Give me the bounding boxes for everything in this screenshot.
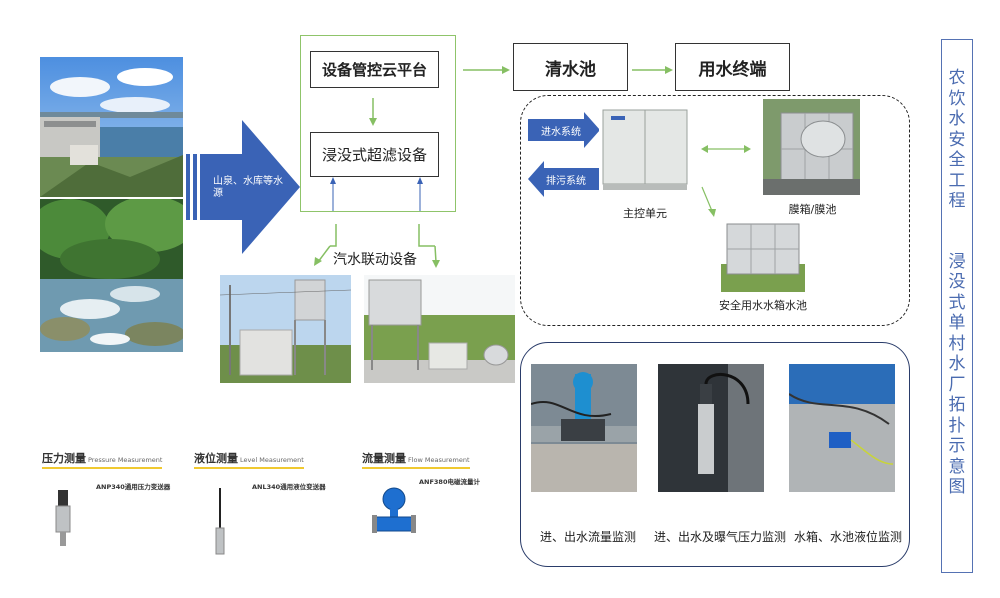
level-sensor-icon bbox=[215, 488, 225, 555]
dam-photo bbox=[40, 57, 183, 197]
river-photo bbox=[40, 199, 183, 352]
vertical-title-char: 安 bbox=[948, 129, 966, 150]
linkage-label: 汽水联动设备 bbox=[333, 252, 417, 268]
vertical-title-char: 没 bbox=[948, 272, 966, 292]
inlet-arrow bbox=[528, 112, 600, 148]
pressure-sensor-spec: ANP340通用压力变送器 bbox=[96, 483, 171, 491]
treatment-frame bbox=[300, 35, 456, 212]
pressure-monitor-photo bbox=[658, 364, 764, 492]
system-panel bbox=[520, 95, 910, 326]
membrane-tank-photo[interactable] bbox=[763, 99, 860, 195]
clear-water-pool-box[interactable]: 清水池 bbox=[513, 43, 628, 91]
monitoring-panel bbox=[520, 342, 910, 567]
vertical-title-char: 农 bbox=[948, 68, 966, 88]
ultrafiltration-box[interactable]: 浸没式超滤设备 bbox=[310, 132, 439, 177]
vertical-title-char: 工 bbox=[948, 170, 966, 191]
main-control-photo[interactable] bbox=[599, 104, 691, 196]
level-sensor-spec: ANL340通用液位变送器 bbox=[252, 483, 326, 491]
drain-label: 排污系统 bbox=[546, 176, 586, 187]
vertical-title-2: 浸没式单村水厂拓扑示意图 bbox=[942, 252, 972, 498]
control-links bbox=[701, 145, 751, 217]
vertical-title-char: 图 bbox=[948, 477, 966, 497]
vertical-title-char: 单 bbox=[948, 313, 966, 333]
vertical-title-char: 全 bbox=[948, 150, 966, 170]
safe-tank-label: 安全用水水箱水池 bbox=[719, 299, 807, 312]
vertical-title-char: 意 bbox=[948, 456, 966, 477]
flow-monitor-photo bbox=[531, 364, 637, 492]
vertical-title-1: 农饮水安全工程 bbox=[942, 68, 972, 212]
vertical-title-char: 式 bbox=[948, 292, 966, 313]
vertical-title-char: 拓 bbox=[948, 395, 966, 415]
vertical-title-char: 水 bbox=[948, 354, 966, 374]
vertical-title-char: 浸 bbox=[948, 251, 966, 272]
water-tower-photo bbox=[220, 275, 351, 383]
vertical-title-char: 厂 bbox=[948, 374, 966, 395]
vertical-title-char: 村 bbox=[948, 333, 966, 354]
vertical-title: 农饮水安全工程 浸没式单村水厂拓扑示意图 bbox=[941, 39, 973, 573]
vertical-title-char: 示 bbox=[948, 436, 966, 456]
source-arrow-label: 山泉、水库等水源 bbox=[213, 176, 283, 199]
source-arrow bbox=[186, 120, 300, 254]
vertical-title-char: 程 bbox=[948, 191, 966, 211]
flow-sensor-spec: ANF380电磁流量计 bbox=[419, 478, 480, 486]
internal-arrows bbox=[330, 98, 423, 211]
membrane-tank-label: 膜箱/膜池 bbox=[788, 203, 837, 216]
level-monitor-label: 水箱、水池液位监测 bbox=[794, 530, 903, 544]
safe-tank-photo[interactable] bbox=[721, 214, 805, 292]
inlet-label: 进水系统 bbox=[541, 127, 581, 138]
vertical-title-char: 扑 bbox=[948, 415, 966, 436]
arrow-to-end-use bbox=[632, 66, 673, 74]
tank-station-photo bbox=[364, 275, 515, 383]
drain-arrow bbox=[528, 161, 600, 197]
vertical-title-char: 饮 bbox=[948, 88, 966, 109]
flow-sensor-icon bbox=[372, 487, 416, 533]
level-monitor-photo bbox=[789, 364, 895, 492]
flow-monitor-label: 进、出水流量监测 bbox=[540, 530, 637, 544]
main-control-label: 主控单元 bbox=[623, 207, 667, 220]
linkage-arrows bbox=[314, 224, 440, 268]
cloud-platform-box[interactable]: 设备管控云平台 bbox=[310, 51, 439, 88]
end-use-box[interactable]: 用水终端 bbox=[675, 43, 790, 91]
pressure-monitor-label: 进、出水及曝气压力监测 bbox=[654, 530, 787, 544]
arrow-to-pool bbox=[463, 66, 510, 74]
vertical-title-char: 水 bbox=[948, 109, 966, 129]
pressure-sensor-icon bbox=[55, 490, 71, 546]
